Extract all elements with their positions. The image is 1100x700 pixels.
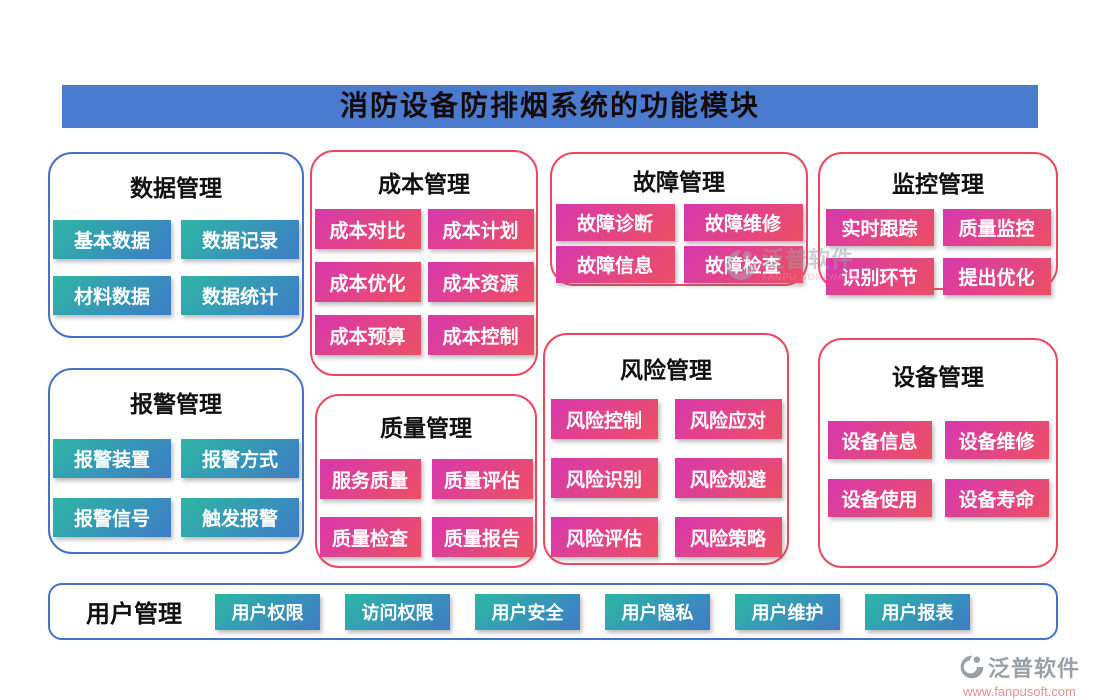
module-button[interactable]: 数据记录 (181, 220, 299, 259)
module-button[interactable]: 成本计划 (427, 209, 534, 249)
fanpu-logo-icon (960, 655, 984, 679)
module-button[interactable]: 质量评估 (431, 459, 533, 499)
module-button[interactable]: 材料数据 (53, 276, 171, 315)
module-button[interactable]: 成本优化 (314, 262, 421, 302)
card-title: 故障管理 (633, 170, 725, 195)
module-button[interactable]: 风险评估 (550, 517, 658, 557)
card-risk-management: 风险管理 风险控制风险应对风险识别风险规避风险评估风险策略 (543, 333, 789, 565)
module-button[interactable]: 风险识别 (550, 458, 658, 498)
module-button[interactable]: 服务质量 (319, 459, 421, 499)
card-title: 设备管理 (892, 365, 984, 390)
button-grid: 报警装置报警方式报警信号触发报警 (50, 439, 302, 537)
button-grid: 故障诊断故障维修故障信息故障检查 (552, 204, 806, 283)
button-row: 用户权限访问权限用户安全用户隐私用户维护用户报表 (215, 593, 970, 630)
card-device-management: 设备管理 设备信息设备维修设备使用设备寿命 (818, 338, 1058, 568)
card-fault-management: 故障管理 故障诊断故障维修故障信息故障检查 (550, 152, 808, 286)
module-button[interactable]: 报警信号 (53, 498, 171, 537)
module-button[interactable]: 识别环节 (825, 258, 934, 295)
module-button[interactable]: 质量监控 (942, 209, 1051, 246)
card-monitoring-management: 监控管理 实时跟踪质量监控识别环节提出优化 (818, 152, 1058, 295)
module-button[interactable]: 风险规避 (674, 458, 782, 498)
page-title: 消防设备防排烟系统的功能模块 (339, 91, 760, 122)
card-title: 数据管理 (130, 176, 222, 201)
module-button[interactable]: 故障维修 (683, 204, 803, 241)
module-button[interactable]: 设备寿命 (944, 479, 1049, 517)
module-button[interactable]: 用户维护 (735, 593, 840, 630)
module-button[interactable]: 数据统计 (181, 276, 299, 315)
module-button[interactable]: 访问权限 (345, 593, 450, 630)
module-button[interactable]: 成本资源 (427, 262, 534, 302)
module-button[interactable]: 报警方式 (181, 439, 299, 478)
module-button[interactable]: 故障检查 (683, 246, 803, 283)
card-data-management: 数据管理 基本数据数据记录材料数据数据统计 (48, 152, 304, 338)
module-button[interactable]: 风险策略 (674, 517, 782, 557)
module-button[interactable]: 用户安全 (475, 593, 580, 630)
module-button[interactable]: 质量报告 (431, 517, 533, 557)
card-user-management: 用户管理 用户权限访问权限用户安全用户隐私用户维护用户报表 (48, 583, 1058, 640)
card-title: 报警管理 (130, 392, 222, 417)
module-button[interactable]: 用户报表 (865, 593, 970, 630)
module-button[interactable]: 报警装置 (53, 439, 171, 478)
module-button[interactable]: 故障信息 (555, 246, 675, 283)
module-button[interactable]: 风险控制 (550, 399, 658, 439)
module-button[interactable]: 风险应对 (674, 399, 782, 439)
footer-brand: 泛普软件 (987, 656, 1080, 681)
button-grid: 风险控制风险应对风险识别风险规避风险评估风险策略 (545, 399, 787, 557)
card-title: 监控管理 (892, 172, 984, 197)
button-grid: 设备信息设备维修设备使用设备寿命 (820, 421, 1056, 517)
card-cost-management: 成本管理 成本对比成本计划成本优化成本资源成本预算成本控制 (310, 150, 538, 376)
module-button[interactable]: 提出优化 (942, 258, 1051, 295)
card-title: 质量管理 (380, 416, 472, 441)
module-button[interactable]: 设备信息 (827, 421, 932, 459)
module-button[interactable]: 触发报警 (181, 498, 299, 537)
footer-logo: 泛普软件 www.fanpusoft.com (942, 651, 1097, 699)
module-button[interactable]: 故障诊断 (555, 204, 675, 241)
card-title: 用户管理 (86, 602, 182, 628)
module-button[interactable]: 成本对比 (314, 209, 421, 249)
footer-url: www.fanpusoft.com (963, 684, 1076, 699)
card-quality-management: 质量管理 服务质量质量评估质量检查质量报告 (315, 394, 537, 568)
module-button[interactable]: 设备使用 (827, 479, 932, 517)
card-alarm-management: 报警管理 报警装置报警方式报警信号触发报警 (48, 368, 304, 554)
button-grid: 基本数据数据记录材料数据数据统计 (50, 220, 302, 315)
button-grid: 实时跟踪质量监控识别环节提出优化 (820, 209, 1056, 295)
page-title-banner: 消防设备防排烟系统的功能模块 (62, 85, 1038, 128)
module-button[interactable]: 基本数据 (53, 220, 171, 259)
card-title: 风险管理 (620, 358, 712, 383)
button-grid: 服务质量质量评估质量检查质量报告 (317, 459, 535, 557)
module-button[interactable]: 用户隐私 (605, 593, 710, 630)
module-button[interactable]: 用户权限 (215, 593, 320, 630)
module-button[interactable]: 成本预算 (314, 315, 421, 355)
module-button[interactable]: 质量检查 (319, 517, 421, 557)
module-button[interactable]: 成本控制 (427, 315, 534, 355)
card-title: 成本管理 (378, 172, 470, 197)
module-button[interactable]: 设备维修 (944, 421, 1049, 459)
button-grid: 成本对比成本计划成本优化成本资源成本预算成本控制 (312, 209, 536, 355)
module-button[interactable]: 实时跟踪 (825, 209, 934, 246)
